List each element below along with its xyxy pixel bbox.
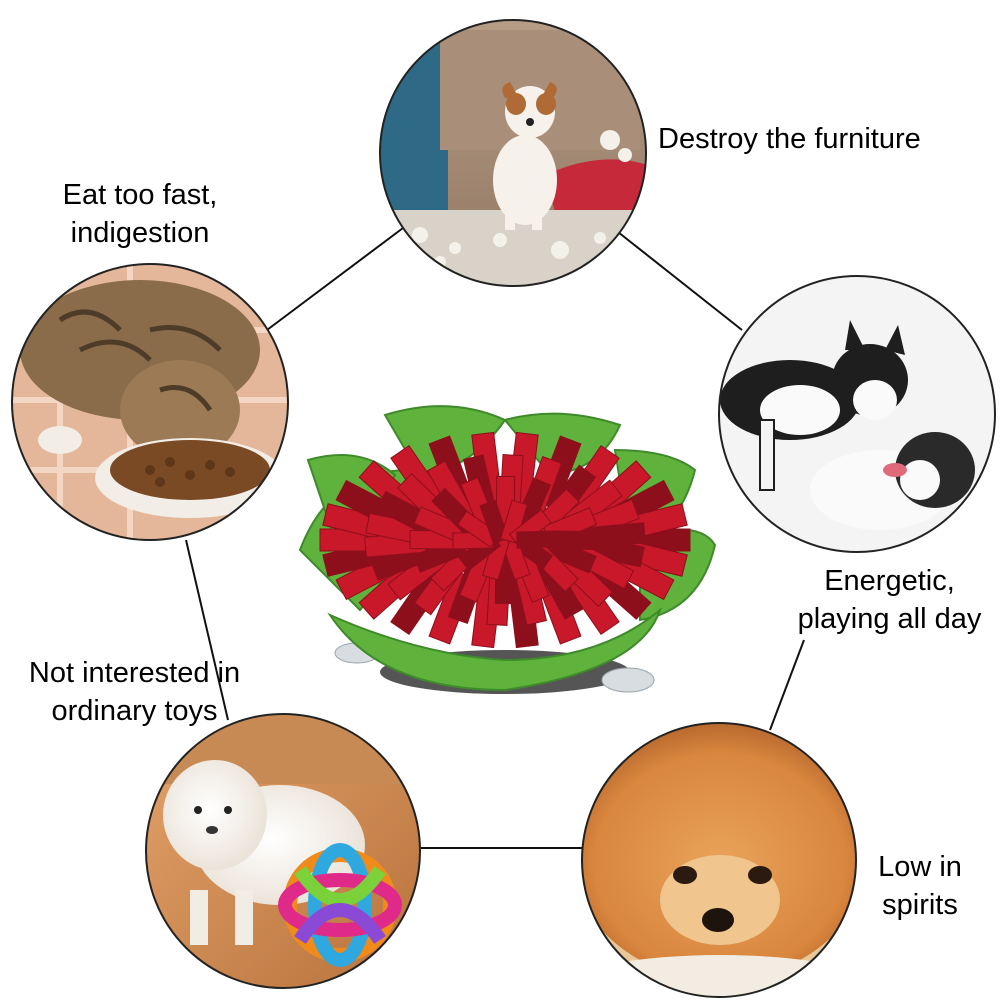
label-not-interested-line2: ordinary toys — [51, 695, 218, 727]
label-eat-too-fast: Eat too fast, indigestion — [30, 176, 250, 252]
label-eat-too-fast-line1: Eat too fast, — [62, 179, 218, 211]
label-low-in-spirits: Low in spirits — [860, 848, 980, 924]
label-not-interested-line1: Not interested in — [28, 657, 241, 689]
fluffy-dog-photo — [581, 722, 857, 998]
red-felt-strips — [319, 431, 691, 649]
label-energetic-line1: Energetic, — [824, 565, 955, 597]
two-dogs-playing-photo — [718, 275, 996, 553]
felt-strip — [516, 530, 558, 549]
connector-top-left — [266, 227, 404, 331]
puppy-with-ball-photo — [145, 713, 421, 989]
dog-on-sofa-photo — [379, 19, 647, 287]
felt-strip — [500, 499, 528, 544]
label-energetic: Energetic, playing all day — [782, 562, 997, 638]
label-eat-too-fast-line2: indigestion — [70, 217, 210, 249]
label-energetic-line2: playing all day — [797, 603, 982, 635]
label-low-in-spirits-line1: Low in — [878, 851, 962, 883]
snuffle-bowl-photo — [298, 405, 717, 694]
connector-right-bottomright — [769, 639, 805, 731]
label-low-in-spirits-line2: spirits — [882, 889, 958, 921]
label-destroy-furniture: Destroy the furniture — [658, 120, 921, 158]
cat-eating-photo — [11, 263, 289, 541]
connector-left-bottomleft — [185, 539, 229, 721]
label-not-interested: Not interested in ordinary toys — [12, 654, 257, 730]
label-destroy-furniture-line1: Destroy the furniture — [658, 123, 921, 155]
connector-top-right — [617, 231, 743, 331]
connector-lines — [185, 227, 805, 849]
felt-strip — [479, 499, 510, 545]
